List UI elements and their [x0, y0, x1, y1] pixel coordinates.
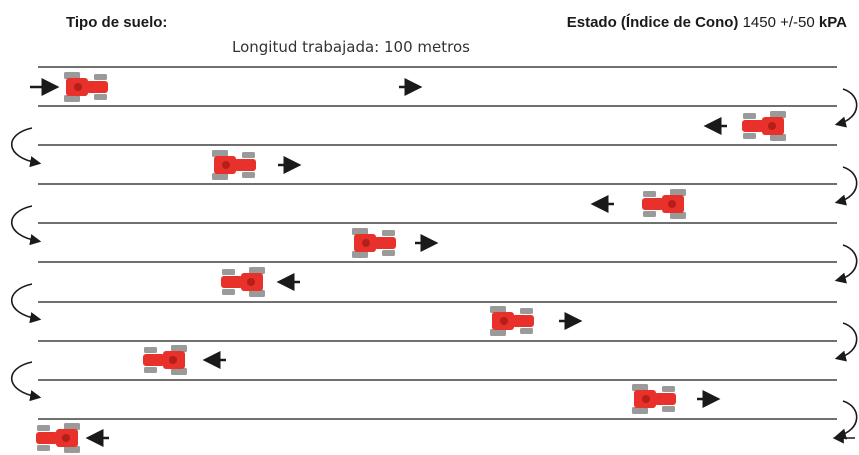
tractor-wheel: [770, 134, 786, 141]
tractor-hood: [512, 315, 534, 327]
tractor-icon: [36, 423, 80, 453]
tractor-wheel: [490, 306, 506, 313]
u-turn-right-arrow: [834, 244, 858, 284]
tractor-wheel: [662, 386, 675, 392]
tractor-hood: [654, 393, 676, 405]
tractor-wheel: [222, 289, 235, 295]
tractor-icon: [352, 228, 396, 258]
tractor-wheel: [382, 250, 395, 256]
tractor-wheel: [352, 251, 368, 258]
u-turn-right-arrow: [834, 88, 858, 128]
tractor-wheel: [382, 230, 395, 236]
tractor-wheel: [520, 308, 533, 314]
cone-index-unit: kPA: [818, 14, 847, 31]
tractor-wheel: [242, 152, 255, 158]
tractor-icon: [642, 189, 686, 219]
tractor-icon: [143, 345, 187, 375]
tractor-icon: [64, 72, 108, 102]
tractor-hood: [143, 354, 165, 366]
u-turn-left-arrow: [10, 127, 42, 168]
tractor-seat: [62, 434, 70, 442]
tractor-wheel: [670, 189, 686, 196]
tractor-seat: [222, 161, 230, 169]
tractor-seat: [74, 83, 82, 91]
tractor-wheel: [94, 74, 107, 80]
tractor-wheel: [743, 113, 756, 119]
tractor-seat: [642, 395, 650, 403]
tractor-wheel: [662, 406, 675, 412]
u-turn-left-arrow: [10, 283, 42, 324]
tractor-hood: [642, 198, 664, 210]
tractor-hood: [86, 81, 108, 93]
tractor-wheel: [490, 329, 506, 336]
tractor-wheel: [94, 94, 107, 100]
tractor-seat: [668, 200, 676, 208]
cone-index-value: 1450 +/-50: [742, 14, 815, 31]
worked-length-label: Longitud trabajada: 100 metros: [232, 38, 470, 56]
tractor-wheel: [743, 133, 756, 139]
u-turn-left-arrow: [10, 205, 42, 246]
tractor-seat: [768, 122, 776, 130]
tractor-wheel: [144, 347, 157, 353]
cone-index-label: Estado (Índice de Cono) 1450 +/-50 kPA: [567, 14, 847, 31]
cone-index-title: Estado (Índice de Cono): [566, 14, 739, 31]
tractor-wheel: [249, 267, 265, 274]
tractor-hood: [234, 159, 256, 171]
tractor-wheel: [643, 211, 656, 217]
tractor-seat: [362, 239, 370, 247]
tractor-wheel: [643, 191, 656, 197]
tractor-wheel: [37, 445, 50, 451]
tractor-icon: [212, 150, 256, 180]
tractor-icon: [632, 384, 676, 414]
tractor-wheel: [64, 446, 80, 453]
tractor-hood: [36, 432, 58, 444]
tractor-wheel: [64, 95, 80, 102]
tractor-seat: [247, 278, 255, 286]
tractor-icon: [742, 111, 786, 141]
tractor-wheel: [64, 423, 80, 430]
soil-type-label: Tipo de suelo:: [66, 14, 168, 31]
tractor-wheel: [64, 72, 80, 79]
tractor-seat: [500, 317, 508, 325]
tractor-wheel: [249, 290, 265, 297]
tractor-wheel: [242, 172, 255, 178]
tractor-wheel: [212, 150, 228, 157]
u-turn-right-arrow: [834, 166, 858, 206]
tractor-wheel: [632, 407, 648, 414]
u-turn-right-arrow: [834, 322, 858, 362]
u-turn-left-arrow: [10, 361, 42, 402]
tractor-icon: [221, 267, 265, 297]
tractor-wheel: [222, 269, 235, 275]
tractor-wheel: [770, 111, 786, 118]
tractor-hood: [221, 276, 243, 288]
tractor-wheel: [37, 425, 50, 431]
tractor-icon: [490, 306, 534, 336]
u-turn-right-arrow: [834, 400, 858, 440]
tractor-wheel: [171, 368, 187, 375]
tractor-wheel: [520, 328, 533, 334]
tractor-wheel: [171, 345, 187, 352]
tractor-wheel: [632, 384, 648, 391]
tractor-hood: [374, 237, 396, 249]
tractor-wheel: [352, 228, 368, 235]
tractor-hood: [742, 120, 764, 132]
tractor-wheel: [212, 173, 228, 180]
tractor-wheel: [144, 367, 157, 373]
tractor-seat: [169, 356, 177, 364]
tractor-wheel: [670, 212, 686, 219]
